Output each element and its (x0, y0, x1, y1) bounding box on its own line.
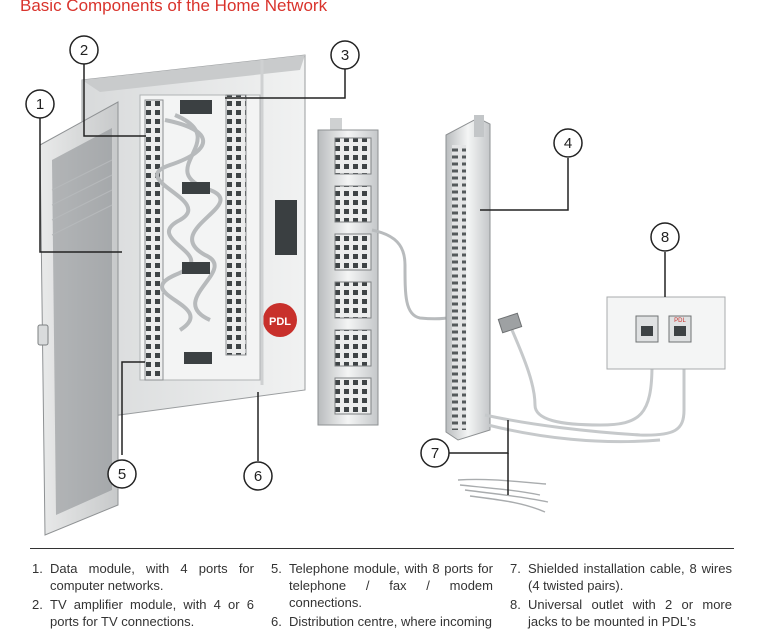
legend-item: 1. Data module, with 4 ports for compute… (32, 561, 254, 593)
cabinet-door (37, 101, 119, 536)
legend-column-1: 1. Data module, with 4 ports for compute… (32, 560, 254, 632)
svg-text:PDL: PDL (269, 316, 291, 328)
data-module (144, 99, 164, 381)
callout-1: 1 (25, 89, 55, 119)
page-title: Basic Components of the Home Network (20, 0, 328, 15)
svg-text:8: 8 (661, 229, 669, 246)
svg-text:5: 5 (118, 466, 126, 483)
svg-text:2: 2 (80, 42, 88, 59)
callout-3: 3 (330, 40, 360, 70)
callout-7: 7 (420, 438, 450, 468)
patch-cable (371, 228, 461, 321)
home-network-illustration: PDL (25, 35, 726, 536)
din-rail (445, 115, 491, 441)
legend-item: 2. TV amplifier module, with 4 or 6 port… (32, 597, 254, 629)
cable-end (457, 478, 549, 513)
pdl-logo-icon (263, 303, 297, 337)
legend-item: 8. Universal outlet with 2 or more jacks… (510, 597, 732, 629)
universal-outlet: PDL (606, 296, 726, 370)
svg-text:6: 6 (254, 468, 262, 485)
svg-text:PDL: PDL (674, 318, 686, 324)
installation-cable (484, 329, 686, 444)
telephone-module (317, 118, 379, 426)
patch-cables (155, 113, 223, 332)
callout-6: 6 (243, 461, 273, 491)
callout-8: 8 (650, 222, 680, 252)
rj45-plug-icon (497, 312, 523, 334)
legend-column-3: 7. Shielded installation cable, 8 wires … (510, 560, 732, 632)
callout-4: 4 (553, 128, 583, 158)
callout-2: 2 (69, 35, 99, 65)
legend-item: 7. Shielded installation cable, 8 wires … (510, 561, 732, 593)
leader-lines (39, 64, 666, 495)
legend-item: 6. Distribution centre, where incoming (271, 614, 493, 629)
svg-text:1: 1 (36, 96, 44, 113)
distribution-centre: PDL (81, 54, 306, 421)
legend-item: 5. Telephone module, with 8 ports for te… (271, 561, 493, 610)
svg-text:7: 7 (431, 445, 439, 462)
legend: 1. Data module, with 4 ports for compute… (32, 560, 732, 632)
patch-panel (225, 94, 247, 356)
svg-text:3: 3 (341, 47, 349, 64)
legend-column-2: 5. Telephone module, with 8 ports for te… (271, 560, 493, 632)
legend-divider (30, 548, 734, 549)
callout-5: 5 (107, 459, 137, 489)
svg-text:4: 4 (564, 135, 572, 152)
